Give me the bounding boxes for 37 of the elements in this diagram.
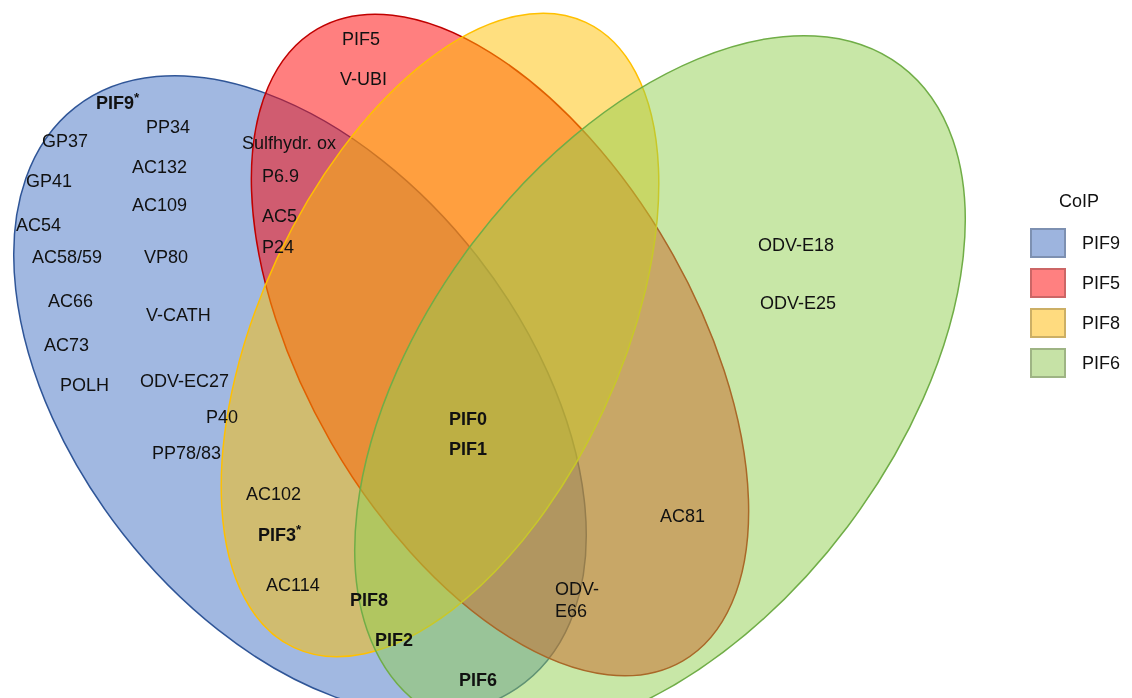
gene-label: AC54 (16, 214, 62, 236)
gene-label: PP78/83 (152, 442, 222, 464)
gene-label: GP41 (26, 170, 73, 192)
legend-label: PIF6 (1082, 351, 1120, 375)
gene-label: V-CATH (146, 304, 211, 326)
gene-label: PIF8 (350, 589, 388, 611)
gene-label: PIF3$^{*}$ (258, 524, 302, 546)
gene-label: AC66 (48, 290, 94, 312)
gene-label: AC81 (660, 505, 706, 527)
legend-label: PIF5 (1082, 271, 1120, 295)
gene-label: PIF2 (375, 629, 413, 651)
legend-label: PIF8 (1082, 311, 1120, 335)
gene-label: PIF9$^{*}$ (96, 92, 140, 114)
gene-label: PIF0 (449, 408, 487, 430)
gene-label: ODV-E25 (760, 292, 837, 314)
gene-label: AC5 (262, 205, 297, 227)
gene-label: V-UBI (340, 68, 387, 90)
gene-label: ODV-E66 (555, 578, 600, 622)
gene-label: VP80 (144, 246, 189, 268)
gene-label: AC114 (266, 574, 320, 596)
legend-label: PIF9 (1082, 231, 1120, 255)
gene-label: PIF6 (459, 669, 497, 691)
gene-label: AC58/59 (32, 246, 103, 268)
gene-label: PP34 (146, 116, 191, 138)
gene-label: ODV-E18 (758, 234, 835, 256)
gene-label: PIF5 (342, 28, 380, 50)
gene-label: CoIP (1059, 190, 1100, 212)
gene-label: ODV-EC27 (140, 370, 230, 392)
gene-label: P6.9 (262, 165, 300, 187)
gene-label: GP37 (42, 130, 89, 152)
gene-label: AC73 (44, 334, 90, 356)
gene-label: AC132 (132, 156, 188, 178)
gene-label: P24 (262, 236, 295, 258)
gene-label: PIF1 (449, 438, 487, 460)
gene-label: POLH (60, 374, 110, 396)
gene-label: AC109 (132, 194, 188, 216)
gene-label: AC102 (246, 483, 302, 505)
